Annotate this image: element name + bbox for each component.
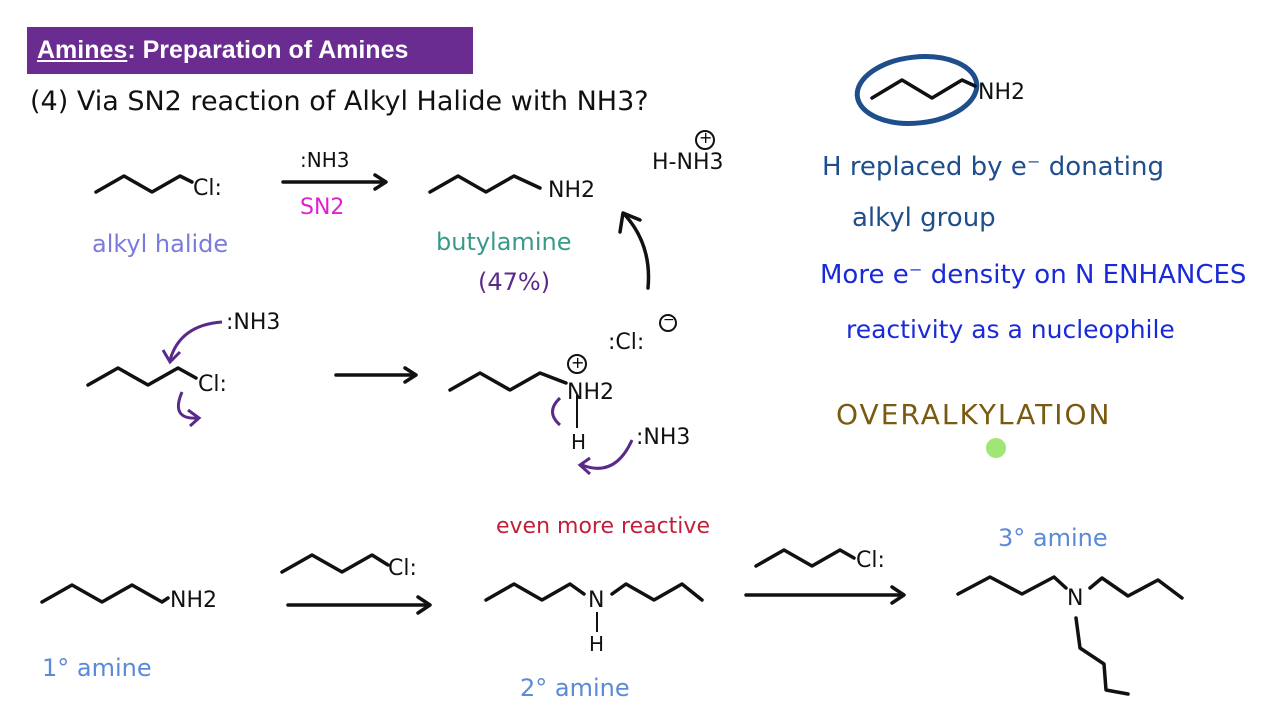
curved-arrow-deprotonation — [581, 439, 634, 470]
keyword-overalkylation: OVERALKYLATION — [836, 398, 1112, 431]
yield-percent: (47%) — [478, 268, 551, 296]
arrowhead-icon — [373, 173, 388, 191]
product-nh2: NH2 — [548, 178, 595, 203]
note-line-4: reactivity as a nucleophile — [846, 315, 1175, 344]
primary-amine-n: NH2 — [170, 588, 217, 613]
title-rest: : Preparation of Amines — [127, 36, 409, 64]
note-line-1: H replaced by e⁻ donating — [822, 152, 1165, 182]
mech-chloride-ion: :Cl: — [608, 330, 645, 355]
arrowhead-icon — [618, 211, 642, 234]
reagent-alkyl-chloride-2: Cl: — [856, 548, 885, 573]
butyl-chain-intermediate — [448, 371, 568, 392]
mech-ammonium: NH2 — [567, 380, 614, 405]
circled-nh2: NH2 — [978, 80, 1025, 105]
secondary-amine-n: N — [588, 588, 605, 613]
title-topic: Amines — [37, 36, 128, 64]
butyl-chain-mech — [86, 366, 198, 387]
note-line-2: alkyl group — [852, 203, 996, 233]
mech-base: :NH3 — [636, 425, 691, 450]
label-secondary-amine: 2° amine — [520, 674, 630, 702]
chloride-leaving-group: Cl: — [193, 176, 222, 201]
minus-charge: − — [663, 312, 675, 328]
question-subtitle: (4) Via SN2 reaction of Alkyl Halide wit… — [30, 86, 649, 117]
protonated-ammonia: H-NH3 — [652, 150, 724, 175]
mech-proton: H — [571, 430, 587, 454]
plus-charge: + — [571, 353, 585, 372]
reagent-alkyl-chloride-1: Cl: — [388, 556, 417, 581]
label-primary-amine: 1° amine — [42, 654, 152, 682]
curved-arrow-nucleophile — [168, 320, 223, 361]
mech-leaving-group: Cl: — [198, 372, 227, 397]
butyl-chain-product — [428, 174, 542, 194]
note-even-more-reactive: even more reactive — [496, 514, 710, 539]
butyl-chain-reactant — [94, 174, 194, 194]
curved-arrow-up — [623, 213, 651, 290]
tertiary-amine-n: N — [1067, 586, 1084, 611]
plus-charge-circle — [695, 130, 715, 150]
condition-sn2: SN2 — [300, 195, 345, 220]
label-alkyl-halide: alkyl halide — [92, 230, 229, 258]
cursor-highlight — [986, 438, 1006, 458]
curved-arrow-leaving — [177, 391, 199, 420]
reagent-nh3: :NH3 — [300, 148, 350, 172]
page-title: Amines: Preparation of Amines — [27, 27, 473, 74]
plus-charge: + — [699, 128, 713, 147]
mech-nucleophile: :NH3 — [226, 310, 281, 335]
circle-highlight — [854, 54, 980, 126]
label-tertiary-amine: 3° amine — [998, 524, 1108, 552]
secondary-amine-h: H — [589, 632, 605, 656]
label-butylamine: butylamine — [436, 228, 572, 256]
curved-arrow-nh-bond — [551, 396, 562, 427]
note-line-3: More e⁻ density on N ENHANCES — [820, 260, 1247, 290]
